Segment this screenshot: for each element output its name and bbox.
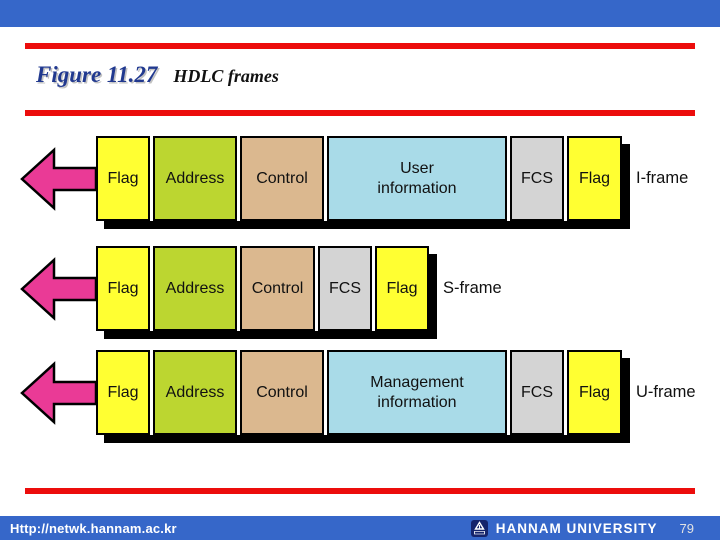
flag-label: Flag [107,169,139,187]
fcs-box: FCS [318,246,372,331]
address-label: Address [165,279,225,297]
address-box: Address [153,246,237,331]
flag-box: Flag [96,246,150,331]
frame-type-label: S-frame [443,279,502,297]
flag-box: Flag [96,350,150,435]
i-frame-row: Flag Address Control User information FC… [20,136,688,221]
control-label: Control [256,169,308,187]
frame-type-label: I-frame [636,169,689,187]
university-logo-icon [470,519,488,537]
user-information-label: User information [377,159,457,197]
fcs-label: FCS [521,383,553,401]
top-bar [0,0,720,27]
flag-box: Flag [567,350,622,435]
management-information-label: Management information [370,373,464,411]
control-box: Control [240,350,324,435]
flag-label: Flag [107,383,139,401]
frame-type-label: U-frame [636,383,696,401]
page-number: 79 [679,520,694,536]
university-name: HANNAM UNIVERSITY [495,520,658,536]
divider-rule-bottom [25,488,695,494]
address-box: Address [153,136,237,221]
footer-right-group: HANNAM UNIVERSITY 79 [470,519,694,537]
user-information-box: User information [327,136,507,221]
address-label: Address [165,383,225,401]
page-title: Figure 11.27 HDLC frames [36,62,279,88]
flag-label: Flag [578,169,611,187]
fcs-box: FCS [510,136,564,221]
flag-box: Flag [567,136,622,221]
u-frame-boxes: Flag Address Control Management informat… [96,350,622,435]
flag-box: Flag [96,136,150,221]
address-label: Address [165,169,225,187]
u-frame-row: Flag Address Control Management informat… [20,350,696,435]
control-box: Control [240,246,315,331]
footer-url-link[interactable]: Http://netwk.hannam.ac.kr [10,520,177,536]
left-arrow-icon [20,146,96,211]
flag-label: Flag [107,279,139,297]
fcs-label: FCS [521,169,553,187]
control-box: Control [240,136,324,221]
control-label: Control [251,279,304,297]
figure-number: Figure 11.27 [36,62,158,87]
figure-caption: HDLC frames [173,66,279,86]
s-frame-boxes: Flag Address Control FCS Flag [96,246,429,331]
i-frame-boxes: Flag Address Control User information FC… [96,136,622,221]
flag-label: Flag [386,279,418,297]
flag-box: Flag [375,246,429,331]
address-box: Address [153,350,237,435]
footer-bar: Http://netwk.hannam.ac.kr HANNAM UNIVERS… [0,516,720,540]
fcs-label: FCS [329,279,361,297]
control-label: Control [256,383,308,401]
divider-rule-top [25,43,695,49]
flag-label: Flag [578,383,611,401]
fcs-box: FCS [510,350,564,435]
divider-rule-middle [25,110,695,116]
management-information-box: Management information [327,350,507,435]
left-arrow-icon [20,256,96,321]
s-frame-row: Flag Address Control FCS Flag S-frame [20,246,502,331]
left-arrow-icon [20,360,96,425]
